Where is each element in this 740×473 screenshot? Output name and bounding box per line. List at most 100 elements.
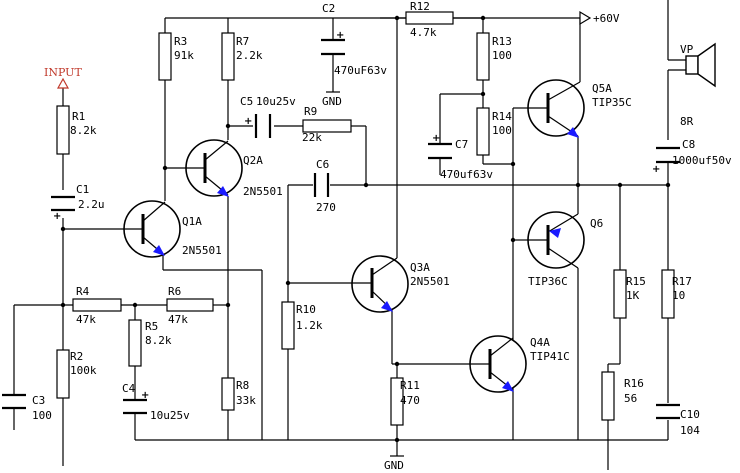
- r4-ref: R4: [76, 285, 90, 298]
- resistor-r11: [390, 377, 404, 426]
- c6-ref: C6: [316, 158, 329, 171]
- resistor-r7: [221, 32, 235, 81]
- svg-text:+: +: [432, 133, 440, 144]
- r16-value: 56: [624, 392, 637, 405]
- capacitor-c6: [313, 173, 330, 197]
- capacitor-c8: +: [652, 146, 680, 175]
- capacitor-c4: +: [123, 390, 149, 415]
- capacitor-c10: [656, 403, 680, 420]
- labels: INPUT +60V GND GND R1 8.2k C1 2.2u R2 10…: [32, 0, 732, 472]
- r9-value: 22k: [302, 131, 322, 144]
- speaker-icon: [685, 42, 716, 88]
- capacitor-c1: +: [51, 195, 75, 222]
- c2-value: 470uF63v: [334, 64, 387, 77]
- transistor-q1: [123, 200, 181, 258]
- r14-value: 100: [492, 124, 512, 137]
- r1-ref: R1: [72, 110, 85, 123]
- c3-value: 100: [32, 409, 52, 422]
- gnd-bottom-label: GND: [384, 459, 404, 472]
- c4-value: 10u25v: [150, 409, 190, 422]
- supply-arrow-icon: [579, 10, 592, 26]
- gnd-top-label: GND: [322, 95, 342, 108]
- resistor-r10: [281, 301, 295, 350]
- transistor-q3: [351, 255, 409, 313]
- r15-value: 1K: [626, 289, 640, 302]
- capacitor-c2: +: [321, 30, 345, 56]
- q4-part: TIP41C: [530, 350, 570, 363]
- r13-ref: R13: [492, 35, 512, 48]
- r8-value: 33k: [236, 394, 256, 407]
- supply-label: +60V: [593, 12, 620, 25]
- c7-value: 470uf63v: [440, 168, 493, 181]
- r11-ref: R11: [400, 379, 420, 392]
- resistor-r12: [405, 11, 454, 25]
- c10-ref: C10: [680, 408, 700, 421]
- svg-text:+: +: [141, 390, 149, 401]
- r7-ref: R7: [236, 35, 249, 48]
- svg-text:+: +: [53, 211, 61, 222]
- q5-part: TIP35C: [592, 96, 632, 109]
- resistor-r4: [72, 298, 122, 312]
- resistor-r9: [302, 119, 352, 133]
- svg-text:+: +: [652, 164, 660, 175]
- c8-value: 1000uf50v: [672, 154, 732, 167]
- r5-ref: R5: [145, 320, 158, 333]
- transistor-q6: [527, 211, 585, 269]
- junction-dots: [60, 15, 671, 443]
- transistors: [123, 79, 585, 393]
- resistor-r8: [221, 377, 235, 411]
- r6-value: 47k: [168, 313, 188, 326]
- r7-value: 2.2k: [236, 49, 263, 62]
- c7-ref: C7: [455, 138, 468, 151]
- r12-ref: R12: [410, 0, 430, 13]
- r9-ref: R9: [304, 105, 317, 118]
- input-label: INPUT: [44, 66, 82, 79]
- q6-part: TIP36C: [528, 275, 568, 288]
- resistor-r17: [661, 269, 675, 319]
- c1-ref: C1: [76, 183, 89, 196]
- q2-ref: Q2A: [243, 154, 263, 167]
- resistor-r13: [476, 32, 490, 81]
- resistor-r15: [613, 269, 627, 319]
- r5-value: 8.2k: [145, 334, 172, 347]
- r14-ref: R14: [492, 110, 512, 123]
- r12-value: 4.7k: [410, 26, 437, 39]
- r1-value: 8.2k: [70, 124, 97, 137]
- resistor-r6: [166, 298, 214, 312]
- r10-ref: R10: [296, 303, 316, 316]
- q3-ref: Q3A: [410, 261, 430, 274]
- r3-value: 91k: [174, 49, 194, 62]
- resistors: [56, 11, 675, 426]
- r2-ref: R2: [70, 350, 83, 363]
- resistor-r5: [128, 319, 142, 367]
- c10-value: 104: [680, 424, 700, 437]
- c4-ref: C4: [122, 382, 136, 395]
- q2-part: 2N5501: [243, 185, 283, 198]
- resistor-r1: [56, 105, 70, 155]
- resistor-r3: [158, 32, 172, 81]
- resistor-r16: [601, 371, 615, 421]
- r8-ref: R8: [236, 379, 249, 392]
- c3-ref: C3: [32, 394, 45, 407]
- capacitor-c7: +: [428, 133, 452, 160]
- c5-ref: C5: [240, 95, 253, 108]
- r13-value: 100: [492, 49, 512, 62]
- r4-value: 47k: [76, 313, 96, 326]
- capacitors: + + + +: [2, 30, 680, 420]
- q6-ref: Q6: [590, 217, 603, 230]
- capacitor-c3: [2, 393, 26, 410]
- q1-part: 2N5501: [182, 244, 222, 257]
- q5-ref: Q5A: [592, 82, 612, 95]
- r10-value: 1.2k: [296, 319, 323, 332]
- svg-text:+: +: [336, 30, 344, 41]
- r17-value: 10: [672, 289, 685, 302]
- r2-value: 100k: [70, 364, 97, 377]
- speaker-value: 8R: [680, 115, 694, 128]
- r3-ref: R3: [174, 35, 187, 48]
- resistor-r14: [476, 107, 490, 156]
- speaker-ref: VP: [680, 43, 694, 56]
- c6-value: 270: [316, 201, 336, 214]
- transistor-q5: [527, 79, 585, 138]
- q1-ref: Q1A: [182, 215, 202, 228]
